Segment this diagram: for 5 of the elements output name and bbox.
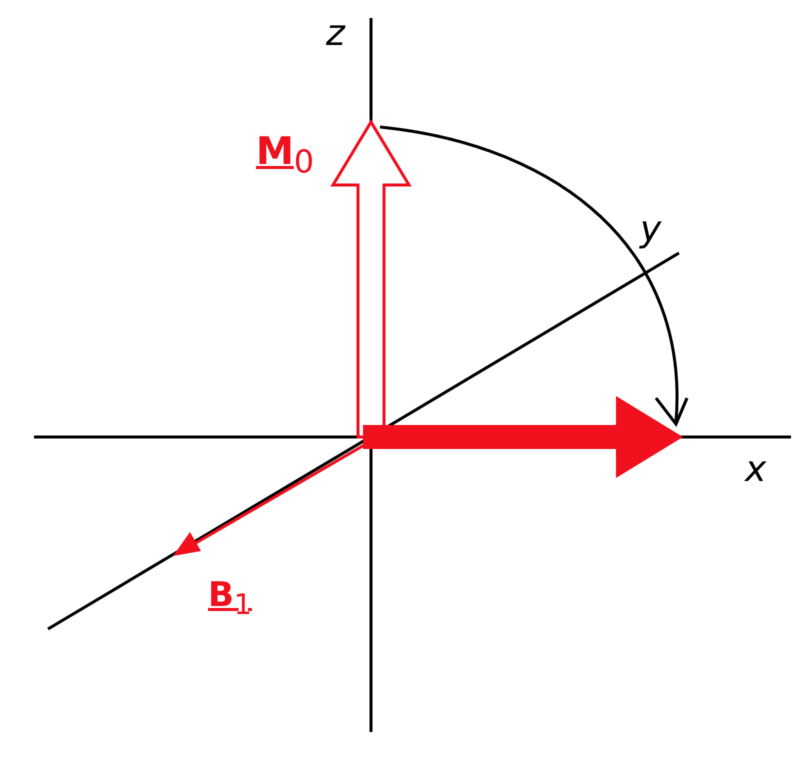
axis-label: y <box>640 212 662 248</box>
vector-label: B$_{1}$ <box>208 578 252 620</box>
axis-label: x <box>745 452 766 488</box>
vector-label: M$_{0}$ <box>256 132 314 180</box>
axis-label: z <box>326 16 345 52</box>
